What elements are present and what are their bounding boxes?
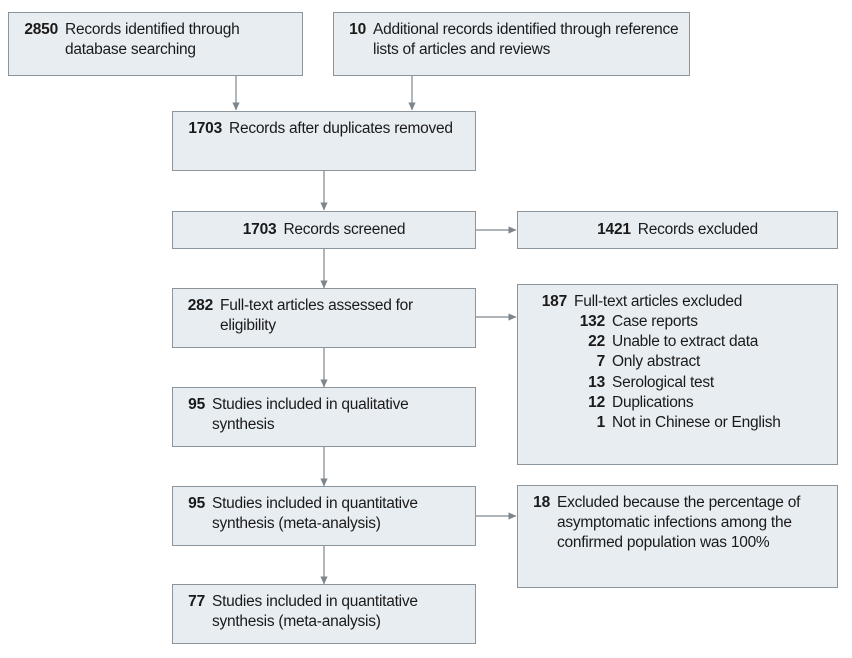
screened-count: 1703 [242, 220, 277, 238]
excluded-percentage-label: Excluded because the percentage of asymp… [557, 494, 801, 552]
excluded-percentage-count: 18 [533, 494, 550, 511]
exclusion-reason-count: 132 [579, 313, 605, 331]
exclusion-reason-item: 7 Only abstract [527, 352, 828, 372]
exclusion-reason-label: Not in Chinese or English [612, 413, 781, 431]
node-excluded-percentage: 18 Excluded because the percentage of as… [517, 485, 838, 588]
exclusion-reason-item: 132 Case reports [527, 312, 828, 332]
exclusion-reason-item: 12 Duplications [527, 393, 828, 413]
node-qualitative-synthesis: 95 Studies included in qualitative synth… [172, 387, 476, 447]
records-excluded-label: Records excluded [637, 220, 758, 238]
quantitative-2-count: 77 [188, 593, 205, 610]
exclusion-reason-item: 22 Unable to extract data [527, 332, 828, 352]
node-screened: 1703 Records screened [172, 211, 476, 249]
fulltext-assessed-count: 282 [187, 297, 213, 314]
node-fulltext-assessed: 282 Full-text articles assessed for elig… [172, 288, 476, 348]
screened-label: Records screened [283, 220, 406, 238]
node-quantitative-synthesis-1: 95 Studies included in quantitative synt… [172, 486, 476, 546]
identified-additional-count: 10 [349, 21, 366, 38]
node-after-duplicates: 1703 Records after duplicates removed [172, 111, 476, 171]
node-records-excluded: 1421 Records excluded [517, 211, 838, 249]
identified-database-label: Records identified through database sear… [65, 21, 240, 59]
exclusion-reason-label: Serological test [612, 373, 714, 391]
exclusion-reason-count: 12 [588, 393, 605, 411]
qualitative-label: Studies included in qualitative synthesi… [212, 396, 409, 434]
exclusion-reason-label: Unable to extract data [612, 333, 759, 351]
identified-database-count: 2850 [24, 21, 58, 38]
exclusion-reason-label: Case reports [612, 313, 698, 331]
after-duplicates-label: Records after duplicates removed [229, 120, 453, 137]
node-quantitative-synthesis-2: 77 Studies included in quantitative synt… [172, 584, 476, 644]
exclusion-reason-label: Duplications [612, 393, 694, 411]
quantitative-2-label: Studies included in quantitative synthes… [212, 593, 418, 631]
fulltext-excluded-label: Full-text articles excluded [574, 293, 743, 310]
exclusion-reason-count: 7 [596, 353, 606, 371]
exclusion-reason-label: Only abstract [612, 353, 701, 371]
node-identified-additional: 10 Additional records identified through… [333, 12, 690, 76]
records-excluded-count: 1421 [597, 220, 631, 238]
exclusion-reason-count: 1 [596, 413, 606, 431]
quantitative-1-label: Studies included in quantitative synthes… [212, 495, 418, 533]
exclusion-reason-item: 13 Serological test [527, 373, 828, 393]
quantitative-1-count: 95 [188, 495, 205, 512]
node-fulltext-excluded: 187 Full-text articles excluded 132 Case… [517, 284, 838, 465]
node-identified-database: 2850 Records identified through database… [8, 12, 303, 76]
exclusion-reason-count: 13 [588, 373, 605, 391]
after-duplicates-count: 1703 [188, 120, 222, 137]
exclusion-reason-item: 1 Not in Chinese or English [527, 413, 828, 433]
exclusion-reason-count: 22 [588, 333, 605, 351]
qualitative-count: 95 [188, 396, 205, 413]
identified-additional-label: Additional records identified through re… [373, 21, 679, 59]
fulltext-excluded-count: 187 [541, 293, 567, 310]
fulltext-assessed-label: Full-text articles assessed for eligibil… [220, 297, 413, 335]
